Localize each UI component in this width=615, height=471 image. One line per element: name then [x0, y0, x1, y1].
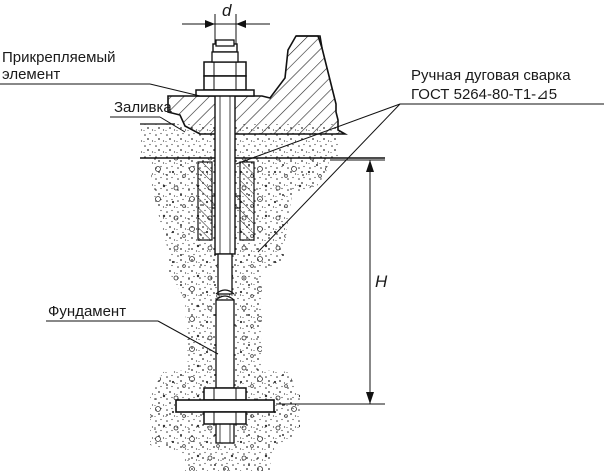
foundation-label: Фундамент: [48, 303, 126, 320]
leader-foundation: [46, 320, 219, 355]
bottom-anchor-plate: [175, 387, 275, 425]
weld-fillet-symbol: ⊿: [536, 86, 549, 103]
top-nuts: [195, 51, 255, 97]
dimension-d-label: d: [222, 1, 232, 20]
grout-label: Заливка: [114, 99, 172, 116]
leader-attached-element: [0, 83, 201, 97]
foundation-body: [150, 158, 330, 471]
attached-element: [167, 35, 349, 135]
dimension-H-label: H: [375, 272, 388, 291]
weld-label-line2: ГОСТ 5264-80-Т1-⊿5: [411, 86, 557, 103]
leader-weld: [235, 103, 604, 253]
attached-element-label-line2: элемент: [2, 66, 60, 83]
leader-grout: [110, 116, 186, 133]
anchor-bolt-shaft: [212, 39, 238, 444]
attached-element-label-line1: Прикрепляемый: [2, 49, 116, 66]
weld-standard: ГОСТ 5264-80-Т1-: [411, 86, 536, 103]
dimension-d: [182, 14, 270, 44]
anchor-sleeve: [197, 161, 255, 241]
weld-label-line1: Ручная дуговая сварка: [411, 67, 571, 84]
dimension-H: [276, 159, 385, 405]
weld-leg-size: 5: [549, 86, 557, 103]
